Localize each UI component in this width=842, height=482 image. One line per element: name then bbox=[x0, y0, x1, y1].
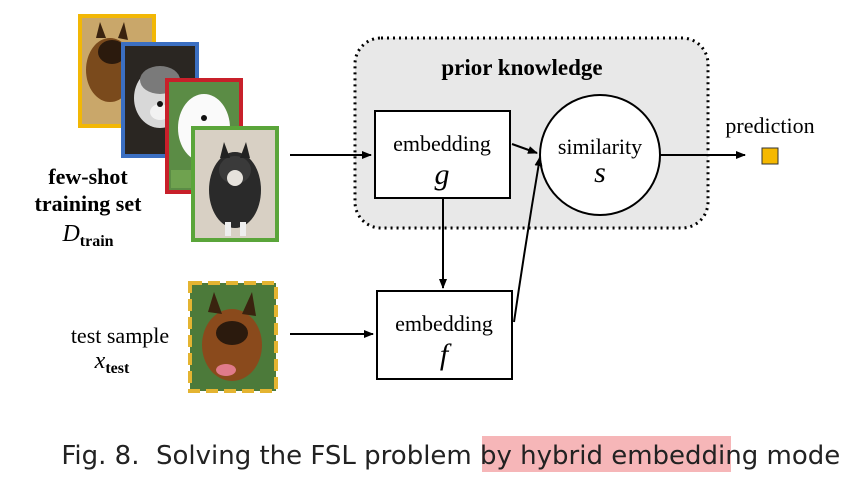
embedding-f-label: embedding bbox=[395, 311, 493, 336]
prediction-marker bbox=[761, 147, 779, 165]
embedding-g-symbol: g bbox=[435, 158, 450, 191]
prior-knowledge-title: prior knowledge bbox=[441, 55, 602, 80]
caption-highlight-bg bbox=[482, 436, 731, 472]
embedding-f-box bbox=[376, 290, 513, 380]
prediction-label: prediction bbox=[725, 113, 814, 138]
training-set-symbol: Dtrain bbox=[61, 221, 113, 250]
training-photo-malamute bbox=[191, 126, 279, 242]
training-set-symbol-sub: train bbox=[80, 233, 114, 250]
test-sample-symbol-sub: test bbox=[105, 360, 130, 377]
embedding-g-label: embedding bbox=[393, 131, 491, 156]
similarity-label: similarity bbox=[558, 134, 642, 159]
test-photo-german-shepherd bbox=[188, 281, 278, 393]
test-sample-line1: test sample bbox=[71, 323, 169, 348]
training-set-symbol-main: D bbox=[61, 221, 79, 247]
test-sample-symbol-main: x bbox=[94, 348, 106, 374]
caption-highlight: hybrid embedding bbox=[520, 441, 758, 471]
training-set-line2: training set bbox=[35, 191, 143, 216]
similarity-symbol: s bbox=[594, 156, 606, 189]
caption-prefix: Fig. 8. Solving the FSL problem by bbox=[61, 441, 520, 471]
embedding-g-box bbox=[374, 110, 511, 199]
arrow-f-to-similarity bbox=[513, 156, 543, 323]
figure-caption: Fig. 8. Solving the FSL problem by hybri… bbox=[20, 441, 842, 471]
test-sample-symbol: xtest bbox=[94, 348, 130, 377]
arrow-g-to-similarity bbox=[511, 143, 538, 154]
caption-suffix: model. bbox=[758, 441, 842, 471]
training-set-line1: few-shot bbox=[48, 164, 128, 189]
